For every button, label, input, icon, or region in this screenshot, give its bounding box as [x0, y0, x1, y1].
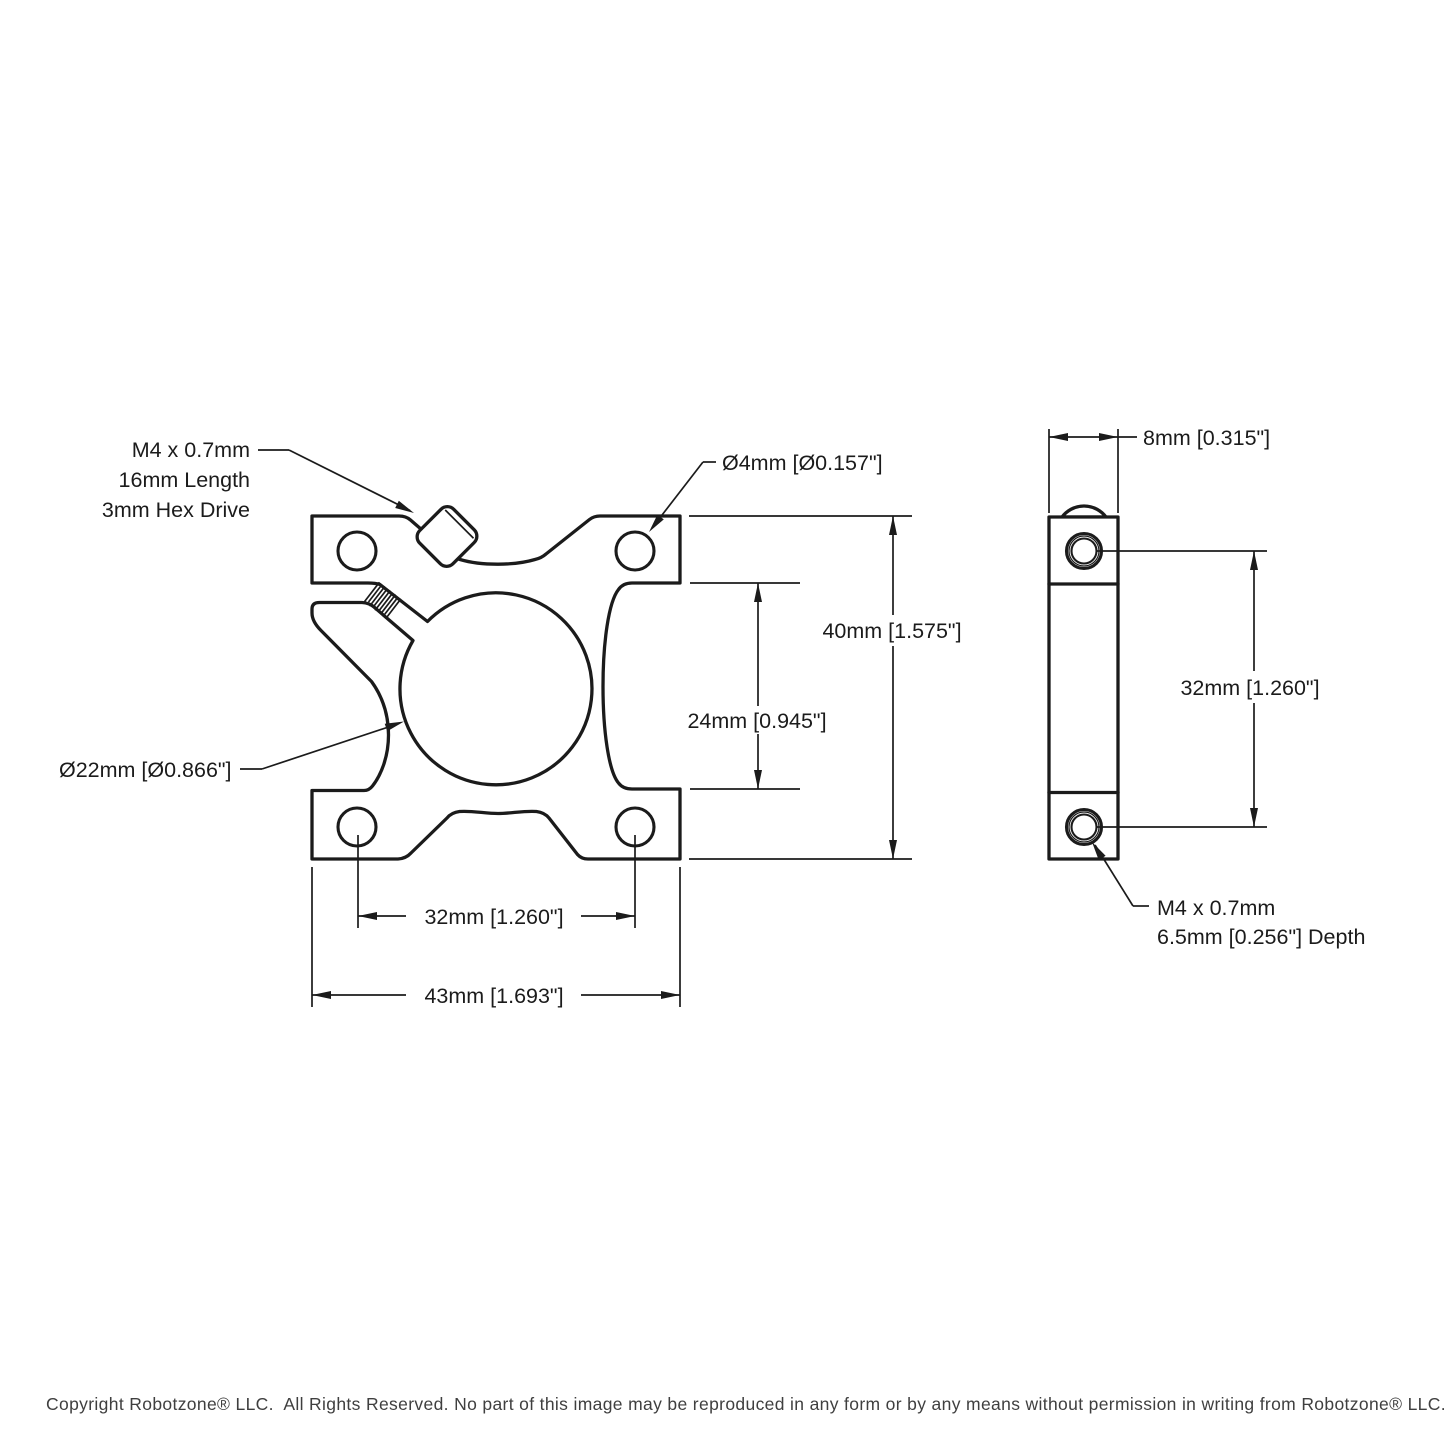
- label-clamp-screw-line2: 16mm Length: [119, 468, 250, 492]
- dim-front-overall-width-text: 43mm [1.693"]: [424, 984, 563, 1008]
- front-hole-top-left: [336, 530, 378, 572]
- dim-front-hole-spacing-text: 32mm [1.260"]: [424, 905, 563, 929]
- dim-front-hole-spacing: 32mm [1.260"]: [357, 835, 636, 929]
- dim-front-overall-width: 43mm [1.693"]: [311, 867, 681, 1008]
- front-outline: [310, 514, 682, 861]
- copyright-text: Copyright Robotzone® LLC. All Rights Res…: [46, 1394, 1445, 1414]
- dim-front-inner-height: 24mm [0.945"]: [687, 582, 827, 790]
- clamp-thread-hatch: [363, 581, 402, 619]
- front-view-part: [310, 504, 682, 861]
- label-front-hole-diameter: Ø4mm [Ø0.157"]: [649, 451, 883, 532]
- label-clamp-screw-line1: M4 x 0.7mm: [132, 438, 250, 462]
- clamp-screw: [415, 504, 479, 569]
- side-outline: [1047, 515, 1120, 861]
- label-side-tapped-hole: M4 x 0.7mm 6.5mm [0.256"] Depth: [1092, 842, 1365, 949]
- dim-front-overall-height-text: 40mm [1.575"]: [822, 619, 961, 643]
- side-view-part: [1047, 504, 1120, 861]
- front-hole-top-right: [614, 530, 656, 572]
- label-side-tapped-hole-line1: M4 x 0.7mm: [1157, 896, 1275, 920]
- dim-side-hole-spacing: 32mm [1.260"]: [1097, 550, 1320, 828]
- label-front-bore-diameter-text: Ø22mm [Ø0.866"]: [59, 758, 232, 782]
- front-hole-bottom-left: [336, 806, 378, 848]
- dim-side-thickness-text: 8mm [0.315"]: [1143, 426, 1270, 450]
- dim-side-hole-spacing-text: 32mm [1.260"]: [1180, 676, 1319, 700]
- label-front-bore-diameter: Ø22mm [Ø0.866"]: [59, 721, 404, 782]
- label-side-tapped-hole-line2: 6.5mm [0.256"] Depth: [1157, 925, 1365, 949]
- dim-side-thickness: 8mm [0.315"]: [1048, 426, 1270, 513]
- dim-front-overall-height: 40mm [1.575"]: [689, 515, 962, 860]
- label-clamp-screw-line3: 3mm Hex Drive: [102, 498, 250, 522]
- dim-front-inner-height-text: 24mm [0.945"]: [687, 709, 826, 733]
- label-front-hole-diameter-text: Ø4mm [Ø0.157"]: [722, 451, 883, 475]
- label-clamp-screw: M4 x 0.7mm 16mm Length 3mm Hex Drive: [102, 438, 414, 522]
